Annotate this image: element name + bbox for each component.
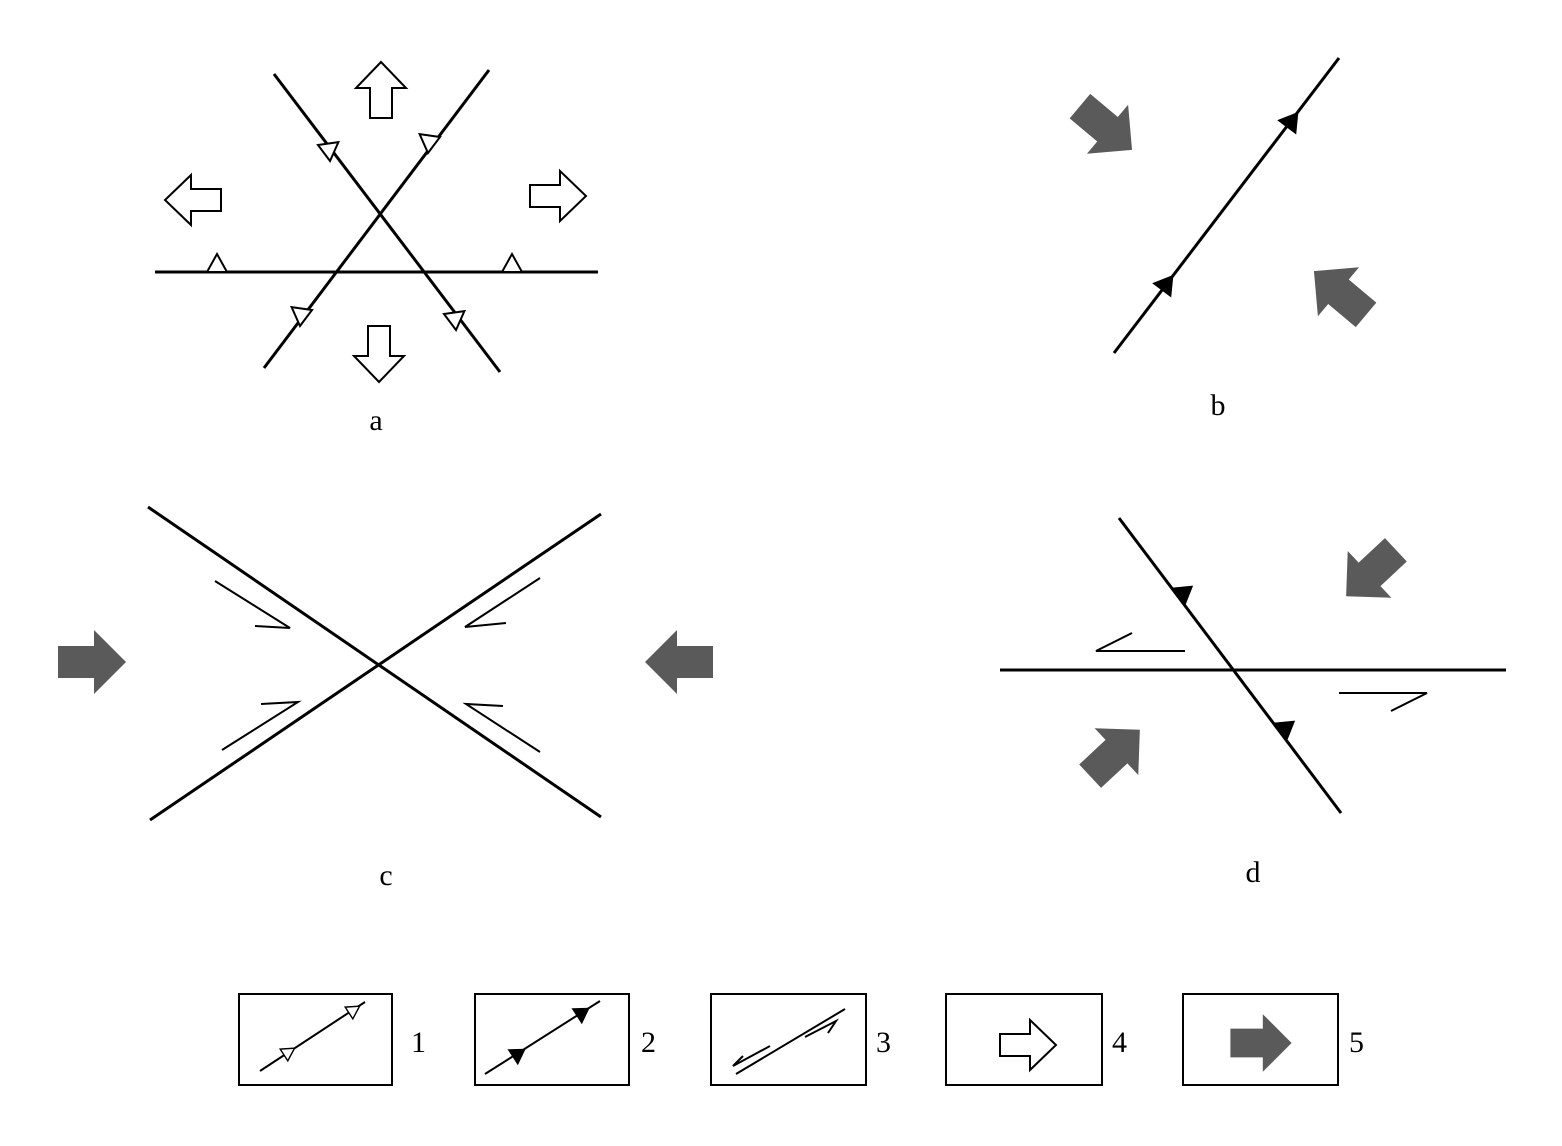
legend-number: 4 — [1112, 1026, 1127, 1059]
compression-arrow-icon — [1068, 706, 1162, 800]
thrust-fault-line — [1112, 57, 1341, 354]
legend-item-strike-slip: 3 — [710, 993, 891, 1086]
compression-arrow-icon — [645, 630, 713, 694]
legend-number: 5 — [1349, 1026, 1364, 1059]
legend-item-extension: 4 — [945, 993, 1127, 1086]
panel-b-label: b — [1211, 389, 1226, 422]
extension-arrow-icon — [164, 174, 222, 226]
legend-box — [474, 993, 630, 1086]
extension-arrow-icon — [353, 325, 405, 383]
legend-number: 3 — [876, 1026, 891, 1059]
strike-slip-fault-line — [149, 512, 602, 822]
panel-b: b — [1059, 57, 1387, 422]
legend-box — [710, 993, 867, 1086]
panel-a: a — [155, 61, 598, 437]
panel-a-label: a — [369, 404, 382, 437]
compression-arrow-icon — [58, 630, 126, 694]
thrust-fault-icon — [484, 1000, 601, 1075]
slip-indicator-icon — [214, 580, 291, 629]
panel-c-label: c — [379, 859, 392, 892]
normal-fault-tick-icon — [412, 125, 442, 154]
slip-indicator-icon — [464, 577, 541, 628]
thrust-fault-tick-icon — [1152, 268, 1183, 298]
legend-number: 2 — [641, 1026, 656, 1059]
thrust-fault-line — [1117, 517, 1343, 814]
extension-arrow-icon — [529, 170, 587, 222]
panel-d: d — [1000, 517, 1506, 889]
legend-item-compression: 5 — [1182, 993, 1364, 1086]
slip-indicator-icon — [1095, 632, 1185, 652]
thrust-fault-tick-icon — [1277, 105, 1308, 135]
legend-item-normal-fault: 1 — [238, 993, 426, 1086]
thrust-fault-tick-icon — [1170, 576, 1200, 607]
slip-indicator-icon — [221, 700, 302, 751]
legend-item-thrust-fault: 2 — [474, 993, 656, 1086]
thrust-fault-tick-icon — [1272, 711, 1302, 742]
normal-fault-tick-icon — [206, 253, 228, 273]
strike-slip-fault-icon — [732, 1008, 846, 1075]
normal-fault-line — [272, 73, 502, 373]
extension-arrow-icon — [355, 61, 407, 119]
panel-d-label: d — [1246, 856, 1261, 889]
compression-arrow-icon — [1324, 526, 1418, 620]
legend: 1 2 3 4 — [238, 993, 1364, 1086]
slip-indicator-icon — [462, 702, 541, 753]
compression-arrow-icon — [1293, 246, 1387, 340]
slip-indicator-icon — [1339, 692, 1428, 712]
compression-arrow-icon — [1059, 81, 1153, 175]
normal-fault-tick-icon — [501, 253, 523, 273]
normal-fault-tick-icon — [284, 298, 314, 327]
panel-c: c — [58, 505, 713, 892]
strike-slip-fault-line — [147, 505, 602, 819]
legend-box — [238, 993, 393, 1086]
normal-fault-icon — [259, 999, 366, 1072]
legend-number: 1 — [411, 1026, 426, 1059]
